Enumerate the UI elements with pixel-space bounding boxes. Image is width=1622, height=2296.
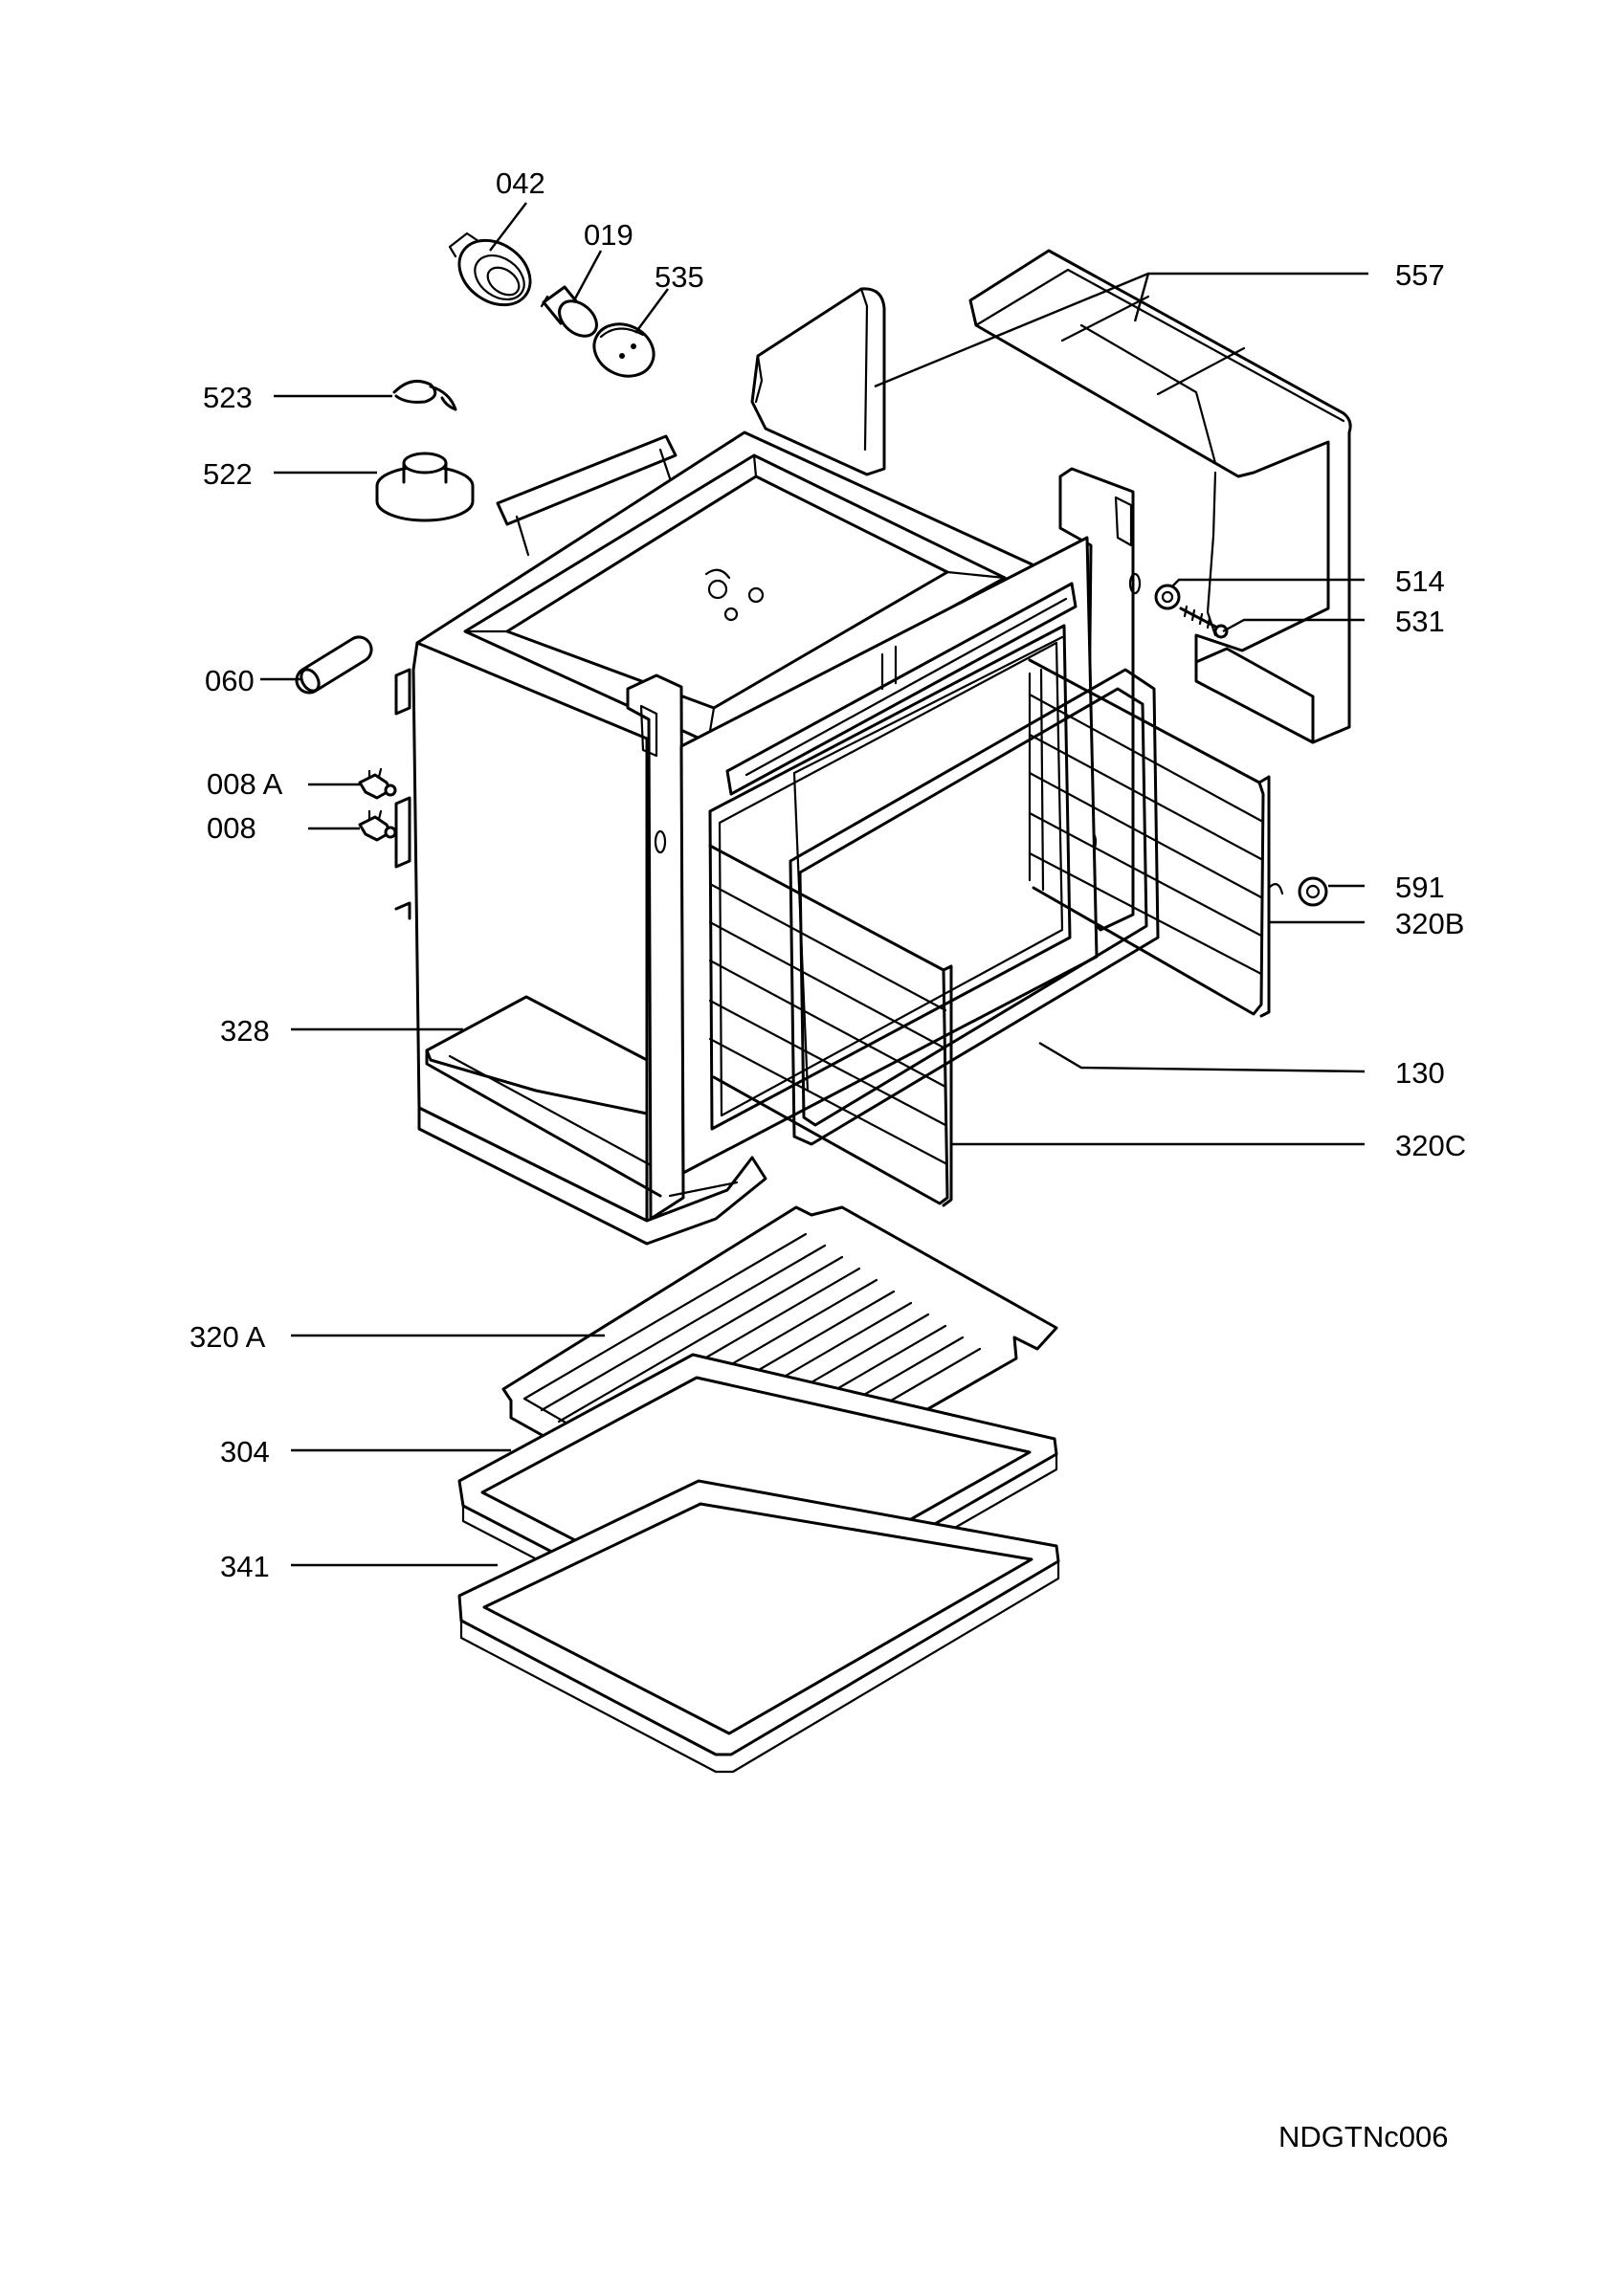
leader-lines — [260, 202, 1368, 1567]
lamp-bulb-019 — [540, 285, 598, 338]
insulation-top-557 — [750, 287, 886, 476]
callout-304: 304 — [220, 1435, 270, 1468]
callout-535: 535 — [655, 260, 704, 294]
callout-531: 531 — [1395, 605, 1445, 638]
callout-060: 060 — [205, 664, 255, 697]
lamp-cover-535 — [592, 322, 655, 378]
oven-cavity-body — [394, 430, 1142, 1246]
callout-591: 591 — [1395, 871, 1445, 904]
callout-320c: 320C — [1395, 1129, 1467, 1162]
clip-591 — [1267, 876, 1328, 907]
screw-531 — [1179, 605, 1229, 639]
lamp-holder-042 — [448, 232, 532, 307]
callout-320a: 320 A — [189, 1320, 266, 1354]
nut-514 — [1154, 584, 1181, 610]
callout-341: 341 — [220, 1550, 270, 1583]
floor-plate-328 — [425, 995, 662, 1198]
hinge-pin-008 — [358, 809, 397, 842]
hinge-pin-008a — [358, 767, 397, 800]
callout-042: 042 — [496, 166, 545, 200]
heating-element-130 — [789, 668, 1160, 1146]
callout-019: 019 — [584, 218, 633, 252]
callout-320b: 320B — [1395, 907, 1465, 940]
callout-522: 522 — [203, 457, 253, 491]
callout-523: 523 — [203, 381, 253, 414]
drawing-code: NDGTNc006 — [1278, 2120, 1449, 2153]
callout-514: 514 — [1395, 564, 1445, 598]
insulation-wrap-557 — [968, 249, 1352, 744]
callout-328: 328 — [220, 1014, 270, 1048]
callout-130: 130 — [1395, 1056, 1445, 1090]
deep-pan-341 — [457, 1479, 1060, 1774]
roller-060 — [295, 635, 373, 695]
callout-557: 557 — [1395, 258, 1445, 292]
shelf-runner-320b — [1028, 658, 1271, 1018]
spring-clip-523 — [392, 379, 457, 411]
callout-008: 008 — [207, 811, 256, 845]
callout-008a: 008 A — [207, 767, 283, 801]
shelf-runner-320c — [708, 844, 953, 1207]
knob-522 — [375, 452, 475, 522]
